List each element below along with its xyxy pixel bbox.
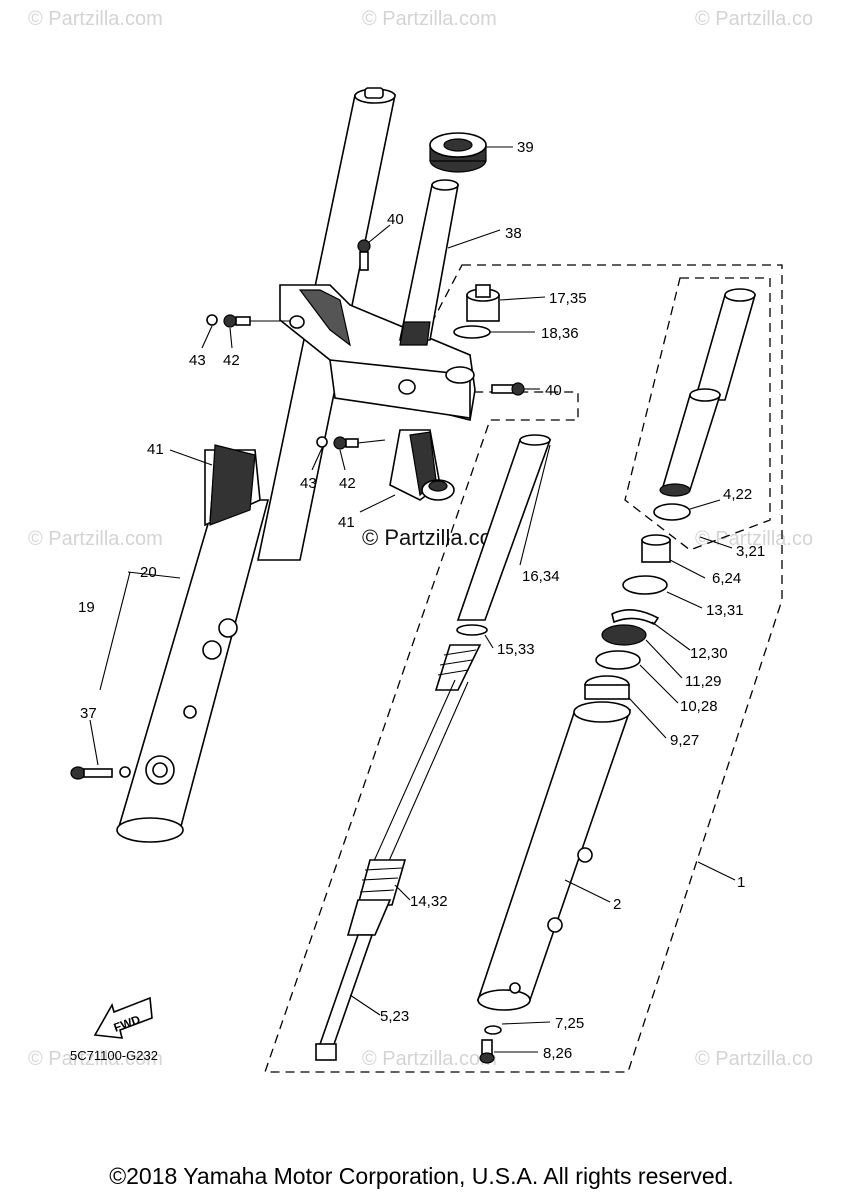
- callout-1: 1: [737, 874, 745, 891]
- callout-17-35: 17,35: [549, 290, 587, 307]
- oil-seal-11: [601, 624, 647, 646]
- callout-40-upper: 40: [387, 211, 404, 228]
- callout-38: 38: [505, 225, 522, 242]
- o-ring-18: [453, 325, 491, 339]
- callout-8-26: 8,26: [543, 1045, 572, 1062]
- callout-41-left: 41: [147, 441, 164, 458]
- callout-15-33: 15,33: [497, 641, 535, 658]
- inner-tube-3: [659, 288, 757, 497]
- cover-41-left: [209, 444, 256, 526]
- cap-bolt-17: [466, 284, 500, 322]
- callout-labels: 39 38 40 17,35 18,36 40 43 42 43 42 41 4…: [78, 139, 765, 1062]
- bolt-37: [70, 766, 113, 780]
- callout-42-upper: 42: [223, 352, 240, 369]
- cover-41-right: [389, 429, 455, 501]
- washer-7: [484, 1025, 502, 1035]
- callout-3-21: 3,21: [736, 543, 765, 560]
- callout-12-30: 12,30: [690, 645, 728, 662]
- callout-6-24: 6,24: [712, 570, 741, 587]
- callout-7-25: 7,25: [555, 1015, 584, 1032]
- callout-42-lower: 42: [339, 475, 356, 492]
- copyright-notice: ©2018 Yamaha Motor Corporation, U.S.A. A…: [109, 1163, 734, 1189]
- callout-43-lower: 43: [300, 475, 317, 492]
- callout-40-right: 40: [545, 382, 562, 399]
- watermark: © Partzilla.co: [695, 1048, 814, 1070]
- callout-11-29: 11,29: [685, 673, 721, 690]
- bolt-8: [479, 1039, 495, 1064]
- leader-lines: [89, 146, 736, 1053]
- callout-14-32: 14,32: [410, 893, 448, 910]
- callout-18-36: 18,36: [541, 325, 579, 342]
- callout-43-upper: 43: [189, 352, 206, 369]
- callout-19: 19: [78, 599, 95, 616]
- bushing-4: [653, 503, 691, 521]
- bolt-42-upper: [206, 314, 251, 328]
- callout-4-22: 4,22: [723, 486, 752, 503]
- bolt-42-lower: [316, 436, 359, 450]
- bolt-40-upper: [357, 239, 371, 271]
- callout-13-31: 13,31: [706, 602, 744, 619]
- watermark: © Partzilla.com: [28, 528, 163, 550]
- watermark: © Partzilla.com: [28, 8, 163, 30]
- callout-20: 20: [140, 564, 157, 581]
- callout-37: 37: [80, 705, 97, 722]
- inner-fork-parts: [315, 434, 552, 1061]
- outer-tube-2: [476, 701, 632, 1011]
- dust-seal-10: [595, 650, 641, 670]
- clip-12: [611, 609, 660, 626]
- washer-13: [622, 575, 668, 595]
- seal-9: [584, 675, 630, 700]
- callout-2: 2: [613, 896, 621, 913]
- watermark: © Partzilla.co: [695, 528, 814, 550]
- fwd-arrow-icon: FWD: [93, 996, 153, 1039]
- subassembly-boundary: [624, 277, 771, 551]
- slide-metal-6: [641, 534, 671, 563]
- watermark: © Partzilla.com: [28, 1048, 163, 1070]
- callout-5-23: 5,23: [380, 1008, 409, 1025]
- watermark: © Partzilla.com: [362, 1048, 497, 1070]
- callout-9-27: 9,27: [670, 732, 699, 749]
- watermark: © Partzilla.co: [695, 8, 814, 30]
- bolt-40-right: [491, 382, 525, 396]
- bearing-39: [429, 132, 487, 173]
- callout-41-right: 41: [338, 514, 355, 531]
- callout-39: 39: [517, 139, 534, 156]
- callout-10-28: 10,28: [680, 698, 718, 715]
- diagram-code: 5C71100-G232: [70, 1048, 158, 1063]
- callout-16-34: 16,34: [522, 568, 560, 585]
- watermark: © Partzilla.com: [362, 8, 497, 30]
